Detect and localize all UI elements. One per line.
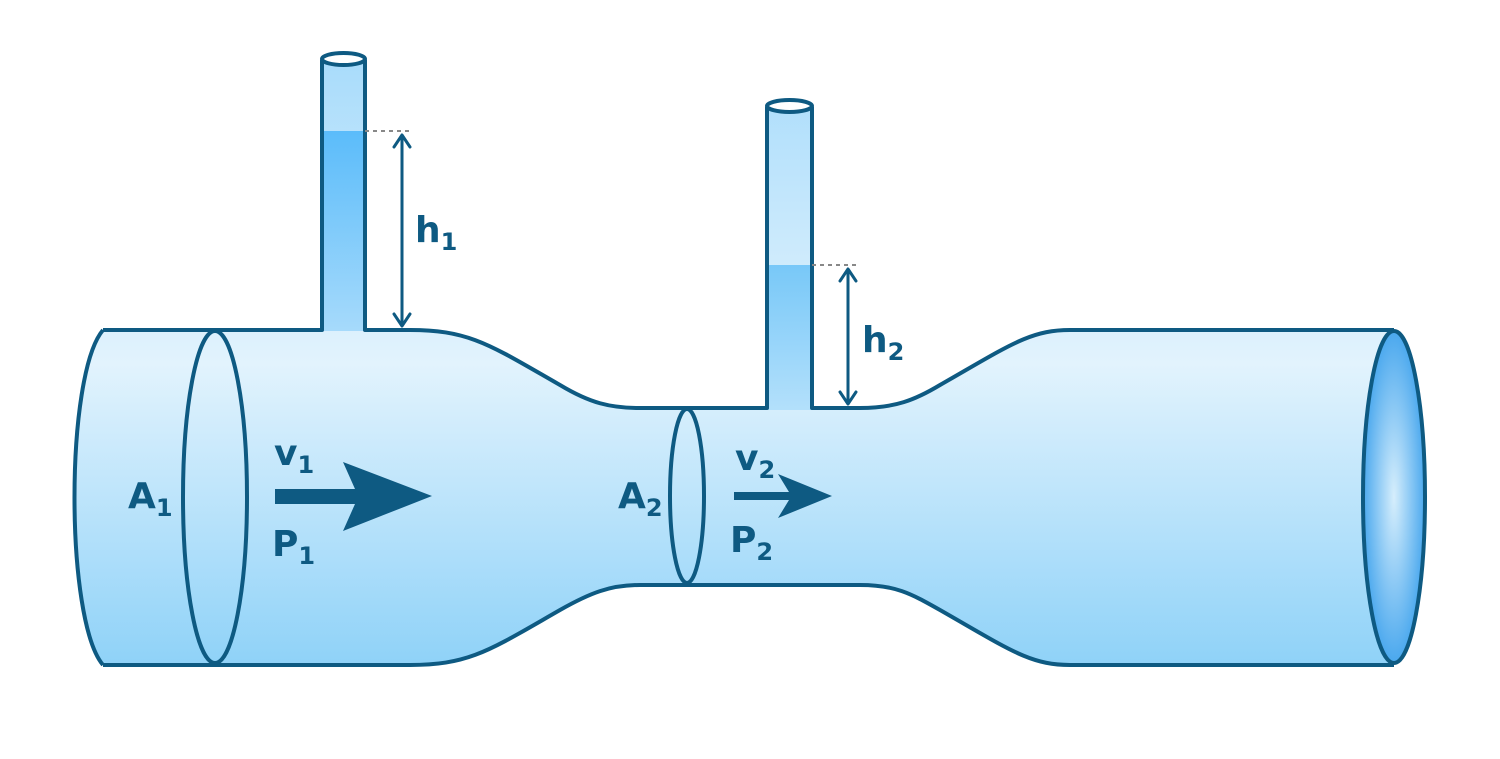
- piezometer-1-opening: [320, 51, 367, 67]
- piezometer-1-water-column: [322, 131, 365, 331]
- label-v2: v2: [735, 438, 775, 484]
- cross-section-a2: [668, 407, 706, 585]
- label-a1: A1: [128, 476, 173, 522]
- label-v1: v1: [274, 433, 314, 479]
- label-a2: A2: [618, 476, 663, 522]
- cross-section-a1: [181, 329, 249, 665]
- pipe-exit-opening: [1361, 329, 1427, 665]
- venturi-pipe-body: [74, 63, 1394, 665]
- label-h1: h1: [415, 210, 457, 256]
- piezometer-2-water-column: [767, 265, 812, 410]
- label-p1: P1: [272, 524, 315, 570]
- h2-dimension-arrow: [838, 267, 858, 406]
- piezometer-2-opening: [765, 98, 814, 114]
- flow-arrow-1: [275, 462, 432, 531]
- h1-dimension-arrow: [392, 133, 412, 328]
- venturi-pipe-outline: [72, 60, 1394, 667]
- label-p2: P2: [730, 520, 773, 566]
- flow-arrow-2: [734, 474, 832, 518]
- label-h2: h2: [862, 320, 904, 366]
